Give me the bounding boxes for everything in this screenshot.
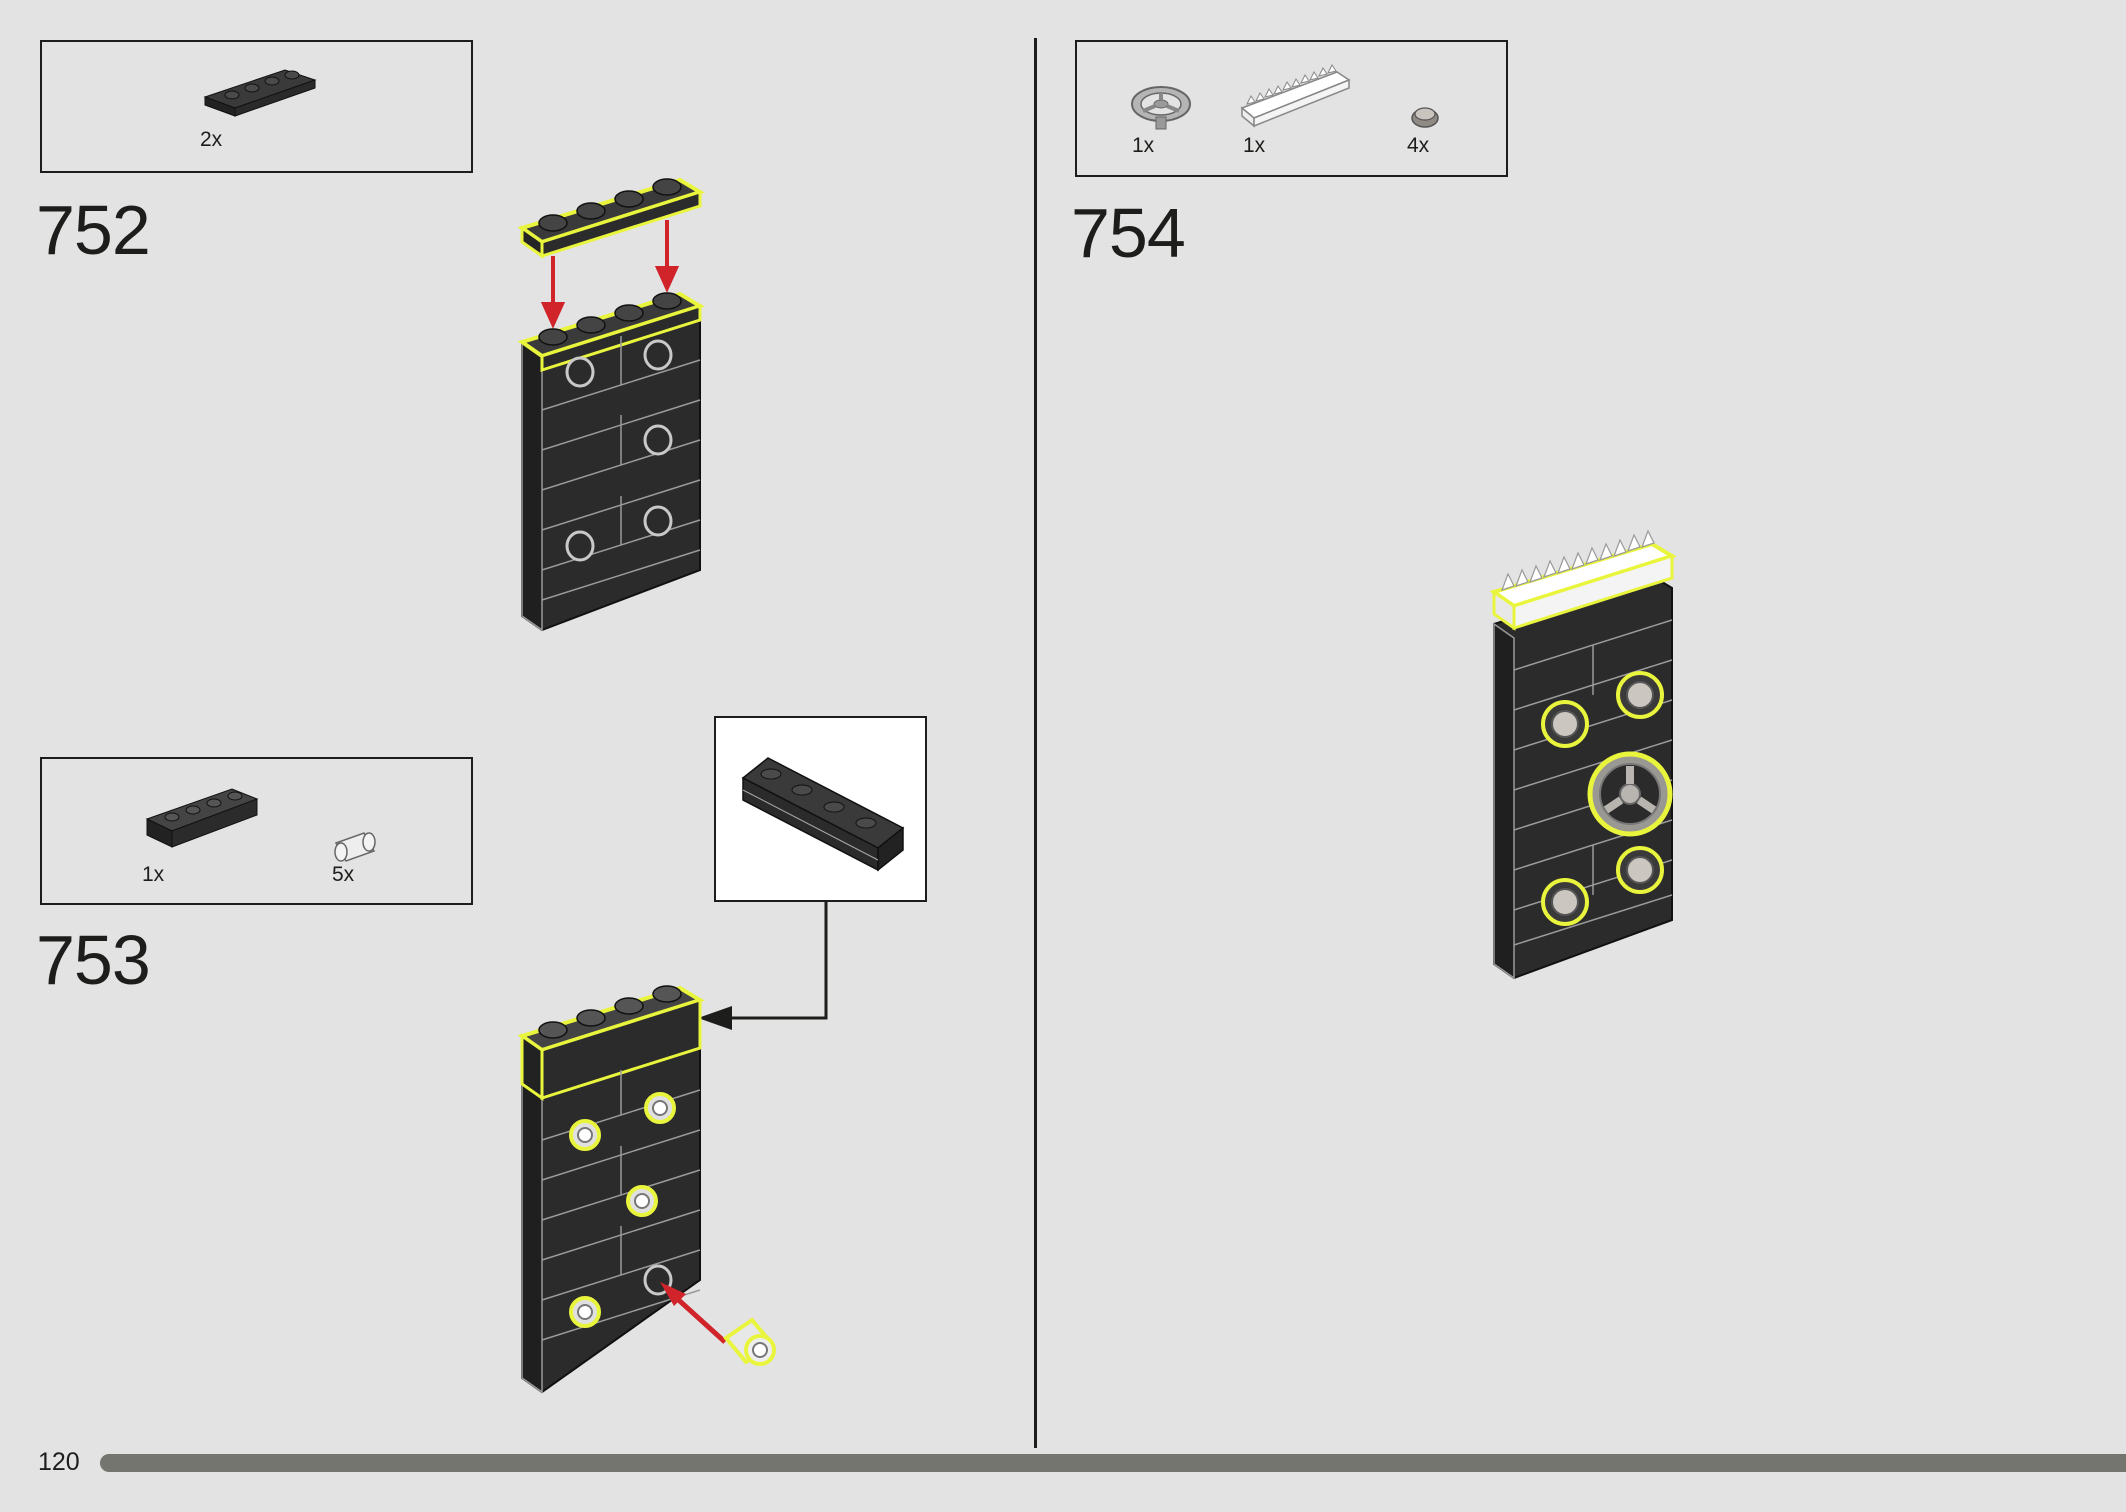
step-number: 753	[36, 921, 151, 999]
part-qty: 2x	[200, 128, 223, 151]
part-qty: 1x	[142, 863, 165, 886]
page-number: 120	[38, 1448, 80, 1476]
page-divider	[1034, 38, 1037, 1448]
part-qty: 1x	[1132, 134, 1155, 157]
step-number: 754	[1071, 194, 1186, 272]
step-753-assembly-illustration	[517, 985, 776, 1394]
step-752-parts-box: 2x	[40, 40, 473, 173]
plate-1x4-icon	[203, 69, 317, 117]
steering-wheel-icon	[1131, 86, 1191, 130]
part-qty: 5x	[332, 863, 355, 886]
technic-pin-icon	[334, 832, 376, 862]
technic-pin-icon	[723, 1317, 776, 1366]
part-qty: 1x	[1243, 134, 1266, 157]
step-754-parts-box: 1x 1x 4x	[1075, 40, 1508, 177]
progress-bar	[100, 1454, 2126, 1472]
step-753-parts-box: 1x 5x	[40, 757, 473, 905]
round-tile-icon	[1411, 107, 1439, 128]
step-752-assembly-illustration	[517, 177, 705, 632]
step-754-assembly-illustration	[1489, 529, 1677, 980]
callout-connector-arrow	[698, 902, 828, 1030]
step-number: 752	[36, 191, 151, 269]
brick-1x4-groove-icon	[145, 788, 259, 848]
brick-groove-detail-icon	[741, 757, 905, 872]
callout-box	[714, 716, 927, 902]
part-qty: 4x	[1407, 134, 1430, 157]
gear-rack-icon	[1240, 64, 1351, 128]
